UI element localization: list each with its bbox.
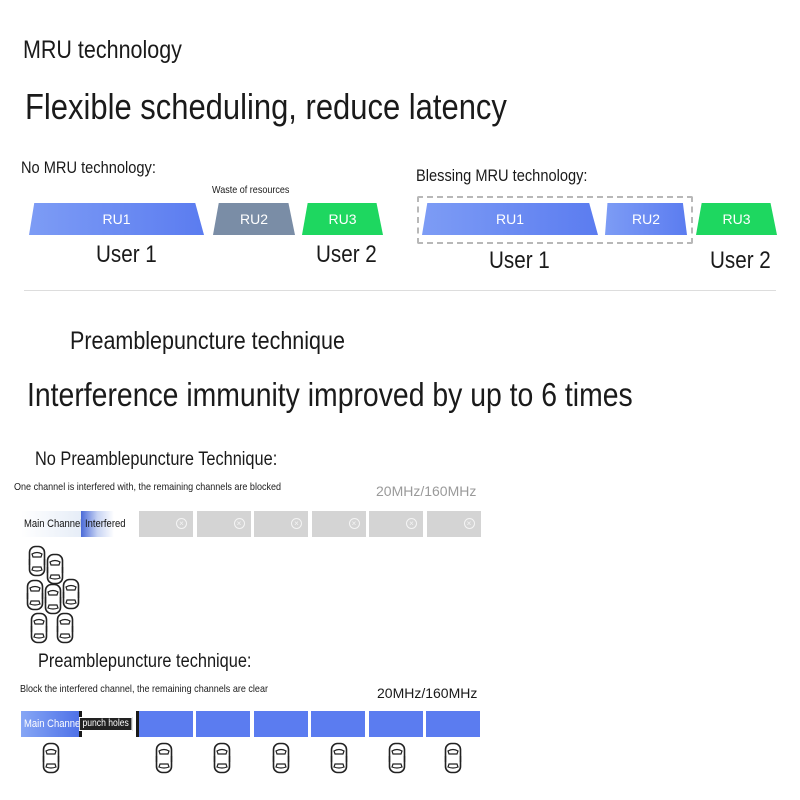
- preamble-bandwidth: 20MHz/160MHz: [377, 685, 478, 701]
- car-icon: [62, 578, 80, 610]
- preamble-section-label: Preamblepuncture technique: [70, 327, 345, 355]
- car-icon: [46, 553, 64, 585]
- punch-holes-label: punch holes: [79, 717, 133, 731]
- car-icon: [56, 612, 74, 644]
- preamble-headline: Interference immunity improved by up to …: [27, 376, 633, 413]
- car-icon: [213, 742, 231, 774]
- interfered-channel: Interfered: [81, 511, 136, 537]
- clear-channel: [426, 711, 480, 737]
- clear-channel: [311, 711, 365, 737]
- with-mru-title: Blessing MRU technology:: [416, 166, 588, 185]
- blocked-channel: ×: [254, 511, 308, 537]
- mru-section-label: MRU technology: [23, 36, 182, 64]
- car-icon: [30, 612, 48, 644]
- no-preamble-main-channel: Main Channel: [21, 511, 83, 537]
- car-icon: [330, 742, 348, 774]
- with-mru-ru2-block: RU2: [605, 203, 687, 235]
- blocked-circle-icon: ×: [233, 518, 245, 529]
- clear-channel-adjacent: [139, 711, 193, 737]
- blocked-circle-icon: ×: [176, 518, 187, 529]
- preamble-title: Preamblepuncture technique:: [38, 651, 252, 672]
- preamble-main-channel-label: Main Channel: [24, 718, 83, 730]
- no-mru-ru3-block: RU3: [302, 203, 383, 235]
- blocked-channel: ×: [139, 511, 193, 537]
- waste-note: Waste of resources: [212, 184, 290, 196]
- with-mru-ru1-block: RU1: [422, 203, 598, 235]
- mru-headline: Flexible scheduling, reduce latency: [25, 86, 507, 127]
- car-icon: [444, 742, 462, 774]
- with-mru-user1-label: User 1: [489, 247, 550, 274]
- car-icon: [42, 742, 60, 774]
- no-mru-ru2-block: RU2: [213, 203, 295, 235]
- blocked-channel: ×: [196, 511, 251, 537]
- car-icon: [155, 742, 173, 774]
- car-icon: [28, 545, 46, 577]
- interfered-label: Interfered: [85, 518, 126, 530]
- no-preamble-title: No Preamblepuncture Technique:: [35, 449, 278, 470]
- blocked-channel: ×: [369, 511, 423, 537]
- blocked-circle-icon: ×: [463, 518, 475, 529]
- blocked-channel: ×: [426, 511, 481, 537]
- car-icon: [388, 742, 406, 774]
- blocked-circle-icon: ×: [348, 518, 360, 529]
- no-mru-user2-label: User 2: [316, 241, 377, 268]
- blocked-circle-icon: ×: [406, 518, 417, 529]
- blocked-circle-icon: ×: [291, 518, 302, 529]
- no-mru-ru1-block: RU1: [29, 203, 204, 235]
- with-mru-ru3-block: RU3: [696, 203, 777, 235]
- clear-channel: [196, 711, 250, 737]
- no-preamble-note: One channel is interfered with, the rema…: [14, 481, 282, 493]
- no-preamble-bandwidth: 20MHz/160MHz: [376, 483, 477, 499]
- no-mru-title: No MRU technology:: [21, 158, 156, 177]
- clear-channel: [368, 711, 423, 737]
- with-mru-user2-label: User 2: [710, 247, 771, 274]
- preamble-note: Block the interfered channel, the remain…: [20, 683, 268, 695]
- car-icon: [44, 583, 62, 615]
- clear-channel: [253, 711, 308, 737]
- no-mru-user1-label: User 1: [96, 241, 157, 268]
- no-preamble-main-channel-label: Main Channel: [24, 518, 83, 530]
- merged-ru-group: [417, 196, 693, 244]
- car-icon: [26, 579, 44, 611]
- preamble-main-channel: Main Channel: [21, 711, 83, 737]
- car-icon: [272, 742, 290, 774]
- section-divider: [24, 290, 776, 291]
- blocked-channel: ×: [311, 511, 366, 537]
